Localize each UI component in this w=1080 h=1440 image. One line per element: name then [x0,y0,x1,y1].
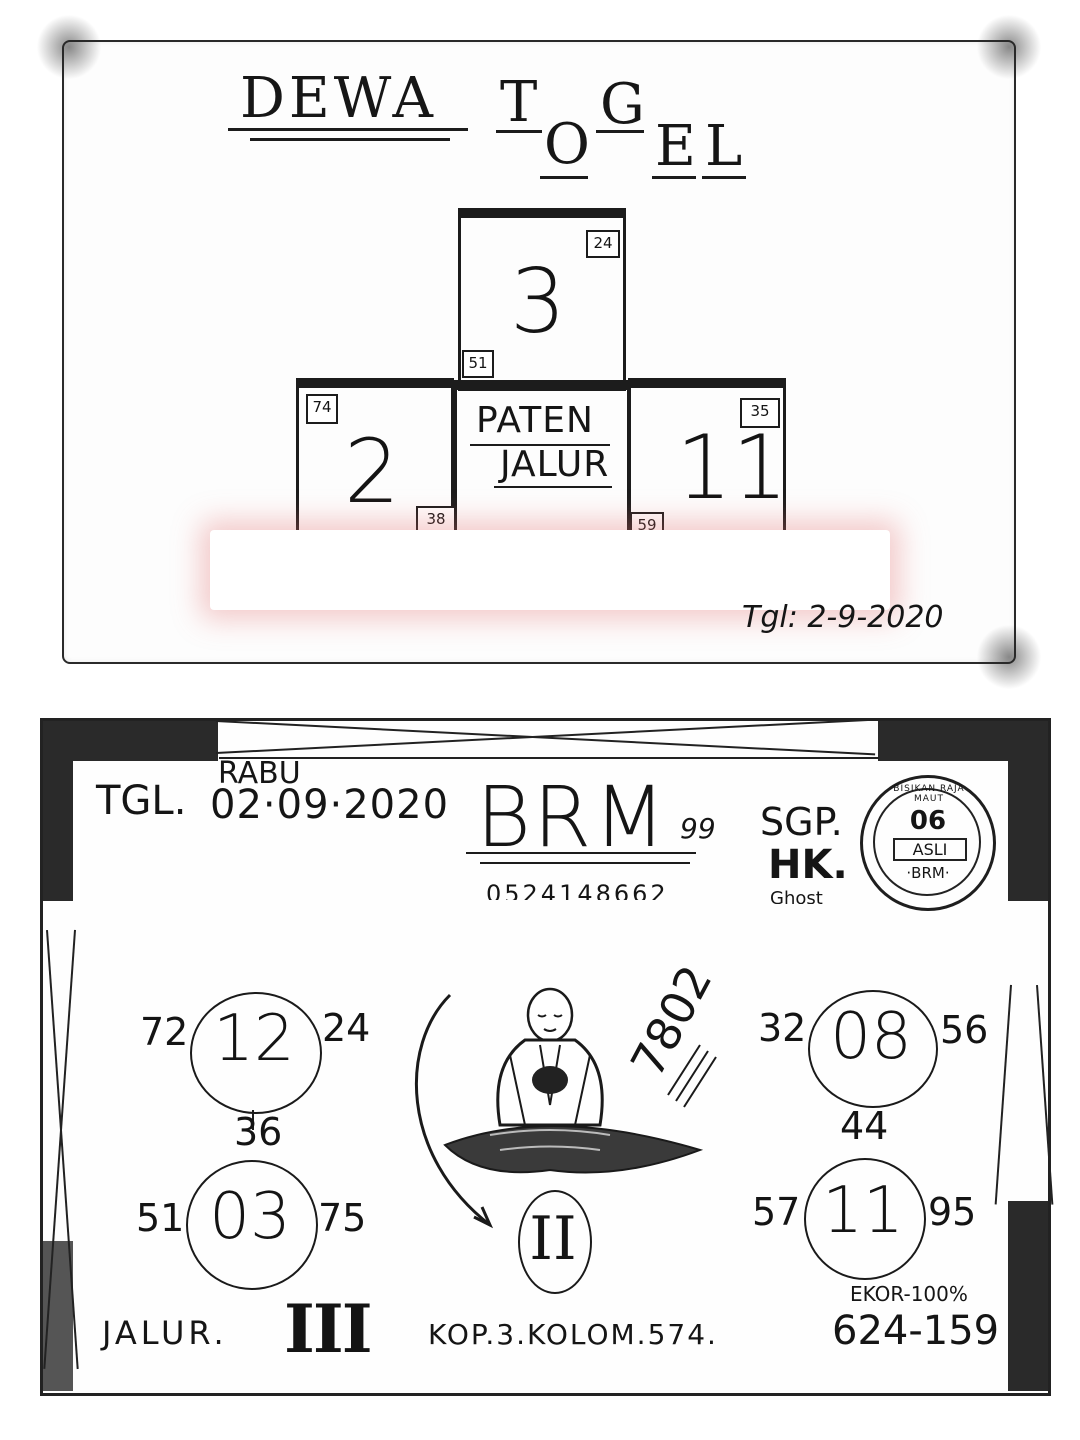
center-circle [518,1190,592,1294]
stamp-inner-ring [873,788,981,896]
ekor-label: EKOR-100% [850,1282,968,1306]
title-letter-g: G [600,72,649,137]
monk-face [537,1014,563,1032]
arrow-head [473,1206,494,1229]
frame-band [1008,1201,1048,1391]
number-circle [186,1160,318,1290]
number-circle [804,1158,926,1280]
title-underline [596,130,644,133]
right-box-corner-number: 35 [740,398,780,428]
circle-value: 11 [822,1174,904,1248]
monk-illustration [414,987,717,1229]
title-underline [496,130,542,133]
monk-hands [532,1066,568,1094]
left-box-corner-number: 38 [416,506,456,534]
corner-smudge [974,622,1044,692]
day-label: RABU [218,756,301,791]
kop-kolom: KOP.3.KOLOM.574. [428,1318,718,1351]
brand-underline [480,862,690,864]
stamp-bottom: ·BRM· [906,864,950,882]
top-box-digit: 3 [510,250,566,353]
title-underline [250,138,450,141]
circle-below-number: 44 [840,1104,889,1148]
brand-underline [466,852,696,854]
curved-arrow [414,993,491,1227]
monk-head [526,987,574,1043]
stamp-mid: ASLI [893,838,967,861]
top-frame-strip [219,721,879,759]
jalur-label: JALUR. [102,1314,228,1352]
signal-strokes [667,1044,717,1108]
title-underline [652,176,696,179]
circle-left-number: 51 [136,1196,185,1240]
corner-smudge [974,12,1044,82]
title-underline [702,176,746,179]
circle-below-number: 36 [234,1110,283,1154]
title-dewa: DEWA [240,66,437,131]
corner-smudge [34,12,104,82]
top-box-corner-number: 24 [586,230,620,258]
top-date: Tgl: 2-9-2020 [742,600,944,635]
center-box-line1: PATEN [476,400,594,441]
circle-right-number: 95 [928,1190,977,1234]
robe-folds [509,1044,591,1126]
top-box-corner-number: 51 [462,350,494,378]
stamp-ring-text: BISIKAN RAJA MAUT [893,784,965,804]
circle-right-number: 75 [318,1196,367,1240]
center-box-line2: JALUR [500,444,610,485]
frame-band [43,721,73,901]
number-circle [808,990,938,1108]
circle-value: 08 [830,1000,912,1074]
number-circle [190,992,322,1114]
jalur-value: III [284,1290,373,1368]
circle-left-number: 72 [140,1010,189,1054]
monk-crossed-legs [443,1125,704,1174]
center-box-underline [494,486,612,488]
ekor-value: 624-159 [832,1308,1000,1354]
right-box [628,378,786,548]
stamp-number: 06 [909,806,947,836]
market-sgp: SGP. [760,800,843,844]
title-letter-e: E [655,114,700,179]
title-underline [228,128,468,131]
header-date: 02·09·2020 [210,782,450,828]
title-letter-l: L [705,114,747,179]
redaction-strip [210,530,890,610]
left-box-digit: 2 [344,420,400,523]
market-hk: HK. [768,842,848,888]
center-circle-value: II [529,1204,577,1274]
market-note: Ghost [770,888,823,904]
circle-right-number: 24 [322,1006,371,1050]
brand-sub: 99 [680,812,716,845]
left-box-corner-number: 74 [306,394,338,424]
circle-right-number: 56 [940,1008,989,1052]
frame-band [1008,721,1048,901]
phone-number: 0524148662 [486,880,669,900]
tgl-label: TGL. [96,778,187,824]
connector-line [252,1110,254,1130]
title-underline [540,176,588,179]
center-box-underline [470,444,610,446]
right-box-digit: 11 [676,416,788,519]
stamp-seal: BISIKAN RAJA MAUT 06 ASLI ·BRM· [860,775,996,911]
circle-left-number: 57 [752,1190,801,1234]
robe-lines [489,1129,611,1151]
left-box [296,378,454,548]
circle-value: 12 [213,1002,295,1076]
title-letter-o: O [544,112,594,177]
circle-value: 03 [209,1180,291,1254]
title-letter-t: T [500,70,542,135]
brand-logo: BRM [476,768,668,866]
circle-left-number: 32 [758,1006,807,1050]
